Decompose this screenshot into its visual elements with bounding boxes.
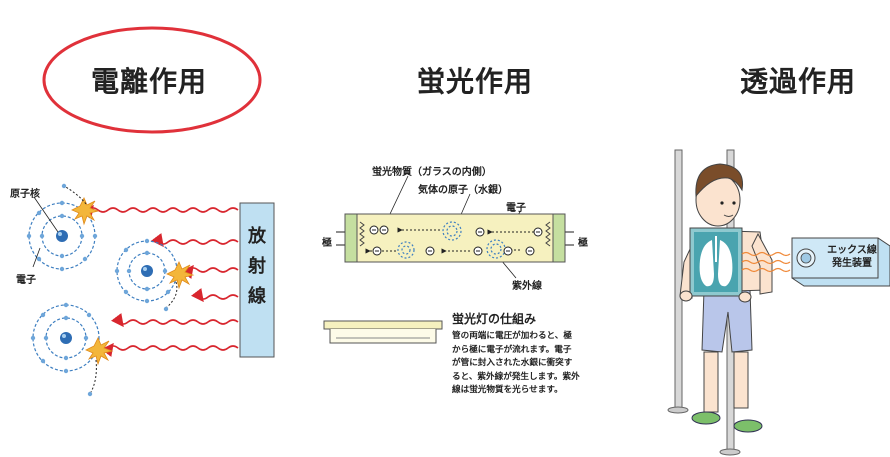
radiation-wave-2 [151,233,239,248]
lung-icon [699,240,714,287]
xray-plate [689,227,743,297]
radiation-label: 放 射 線 [248,226,266,307]
radiation-wave-1 [81,204,239,219]
electrode-right-label: 極 [578,238,588,249]
title-ionization: 電離作用 [91,65,208,98]
electrode-left-label: 極 [322,238,332,249]
fluorescent-fixture-icon [323,320,443,344]
gas-atom-label: 気体の原子（水銀） [418,185,508,196]
mechanism-description: 管の両端に電圧が加わると、極 から極に電子が流れます。電子 が管に封入された水銀… [452,331,580,395]
nucleus-label: 原子核 [10,189,40,200]
xray-generator [791,237,890,287]
atom-1 [26,200,98,272]
spark-icons [71,197,195,366]
radiation-wave-6 [101,342,239,357]
lung-icon [718,240,733,287]
uv-label: 紫外線 [512,281,542,292]
mechanism-title: 蛍光灯の仕組み [452,312,537,326]
atom-2 [114,238,180,304]
electron-label-tube: 電子 [506,203,526,214]
phosphor-label: 蛍光物質（ガラスの内側） [372,167,492,178]
radiation-source-box [239,202,275,358]
spark-icon [85,337,114,366]
atom-3 [30,302,100,374]
spark-icon [71,197,100,226]
title-transmission: 透過作用 [740,65,857,98]
radiation-wave-4 [191,288,239,303]
pole-left [674,149,683,411]
radiation-wave-3 [181,264,239,279]
electrode-right [552,213,566,263]
radiation-wave-5 [111,313,239,328]
electrode-left [344,213,358,263]
title-fluorescence: 蛍光作用 [417,65,534,98]
xray-device-label: エックス線 発生装置 [827,245,877,269]
electron-label-ionization: 電子 [16,275,36,286]
spark-icon [166,261,195,290]
